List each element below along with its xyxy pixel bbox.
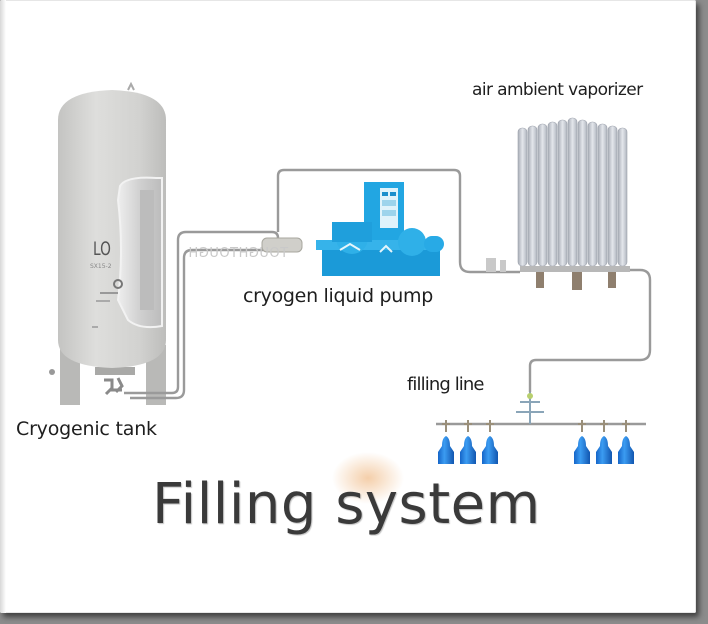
vaporizer-fin xyxy=(537,123,548,267)
vaporizer-fin xyxy=(607,125,618,267)
cylinder-valve xyxy=(486,420,494,432)
cylinder-body xyxy=(482,436,498,464)
tank-cap xyxy=(127,81,135,91)
gas-cylinder xyxy=(618,420,634,464)
cylinder-body xyxy=(574,436,590,464)
filling-line-label: filling line xyxy=(407,374,484,395)
vaporizer-leg xyxy=(536,272,544,288)
cylinder-body xyxy=(460,436,476,464)
vaporizer-fin xyxy=(567,117,578,267)
pipe-tank-lower xyxy=(130,248,268,400)
pump-panel xyxy=(380,188,398,228)
vaporizer-fin xyxy=(517,127,528,267)
pipe-tank-to-pump xyxy=(124,230,280,395)
vaporizer-inlet-valve xyxy=(486,258,496,272)
diagram-title: Filling system xyxy=(152,472,541,537)
pipes xyxy=(124,168,652,426)
pump-label: cryogen liquid pump xyxy=(243,285,433,307)
air-ambient-vaporizer xyxy=(486,117,630,290)
vaporizer-fin xyxy=(547,121,558,267)
cylinder-valve xyxy=(464,420,472,432)
tank-marking: LO xyxy=(93,238,111,260)
vaporizer-fin xyxy=(527,125,538,267)
diagram-frame: air ambient vaporizer cryogen liquid pum… xyxy=(0,0,696,613)
tank-label: Cryogenic tank xyxy=(16,418,157,440)
cylinder-valve xyxy=(442,420,450,432)
cylinder-valve xyxy=(600,420,608,432)
vaporizer-label: air ambient vaporizer xyxy=(472,80,643,100)
tank-valves xyxy=(104,377,124,396)
gas-cylinder xyxy=(460,420,476,464)
gas-cylinder xyxy=(482,420,498,464)
background-glow xyxy=(332,452,404,504)
cryogenic-tank xyxy=(49,81,166,405)
vaporizer-leg xyxy=(608,272,616,288)
vaporizer-leg xyxy=(572,272,582,290)
pipe-pump-loop xyxy=(276,168,520,274)
watermark-text: TOUGHTOUGH xyxy=(188,246,289,261)
vaporizer-fin xyxy=(617,127,628,267)
vaporizer-fin xyxy=(587,121,598,267)
pump-motor xyxy=(398,228,426,256)
cylinder-body xyxy=(596,436,612,464)
tank-skirt xyxy=(95,367,135,375)
cryogen-liquid-pump xyxy=(316,182,444,276)
pump-base-top xyxy=(316,240,440,250)
vaporizer-fin xyxy=(557,119,568,267)
tank-window-inner xyxy=(140,190,154,310)
filling-line-manifold xyxy=(438,392,634,464)
vaporizer-inlet-valve xyxy=(500,260,506,272)
inlet-filter xyxy=(261,237,303,253)
cylinder-valve xyxy=(578,420,586,432)
gas-cylinder xyxy=(438,420,454,464)
vaporizer-fin xyxy=(597,123,608,267)
cylinder-valve xyxy=(622,420,630,432)
filling-system-diagram xyxy=(49,81,652,504)
cylinder-body xyxy=(438,436,454,464)
gas-cylinder xyxy=(574,420,590,464)
vaporizer-fin xyxy=(577,119,588,267)
vaporizer-base-pipe xyxy=(520,266,630,272)
tank-logo xyxy=(113,279,123,289)
cylinder-body xyxy=(618,436,634,464)
frame-edge xyxy=(0,0,6,613)
pipe-vaporizer-out xyxy=(528,268,652,392)
gas-cylinder xyxy=(596,420,612,464)
tank-sub-marking: SX15-2 xyxy=(90,263,112,270)
